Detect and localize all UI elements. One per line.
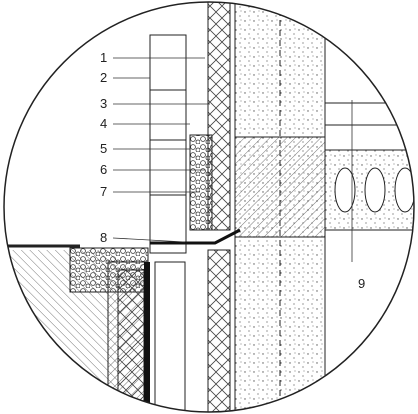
label-3: 3 xyxy=(100,96,107,111)
cavity-insulation xyxy=(207,2,231,231)
detail-circle xyxy=(3,1,415,413)
floor-slab xyxy=(234,136,326,238)
slab-core xyxy=(334,167,356,213)
membrane-line xyxy=(150,228,241,245)
label-5: 5 xyxy=(100,141,107,156)
label-7: 7 xyxy=(100,184,107,199)
brick-facing xyxy=(149,34,187,254)
slab-core xyxy=(364,167,386,213)
label-2: 2 xyxy=(100,70,107,85)
label-9: 9 xyxy=(358,276,365,291)
slab-core xyxy=(394,167,414,213)
plinth-insulation xyxy=(117,269,145,412)
label-1: 1 xyxy=(100,50,107,65)
label-4: 4 xyxy=(100,116,107,131)
label-8: 8 xyxy=(100,230,107,245)
plinth-membrane xyxy=(144,262,150,412)
label-6: 6 xyxy=(100,162,107,177)
